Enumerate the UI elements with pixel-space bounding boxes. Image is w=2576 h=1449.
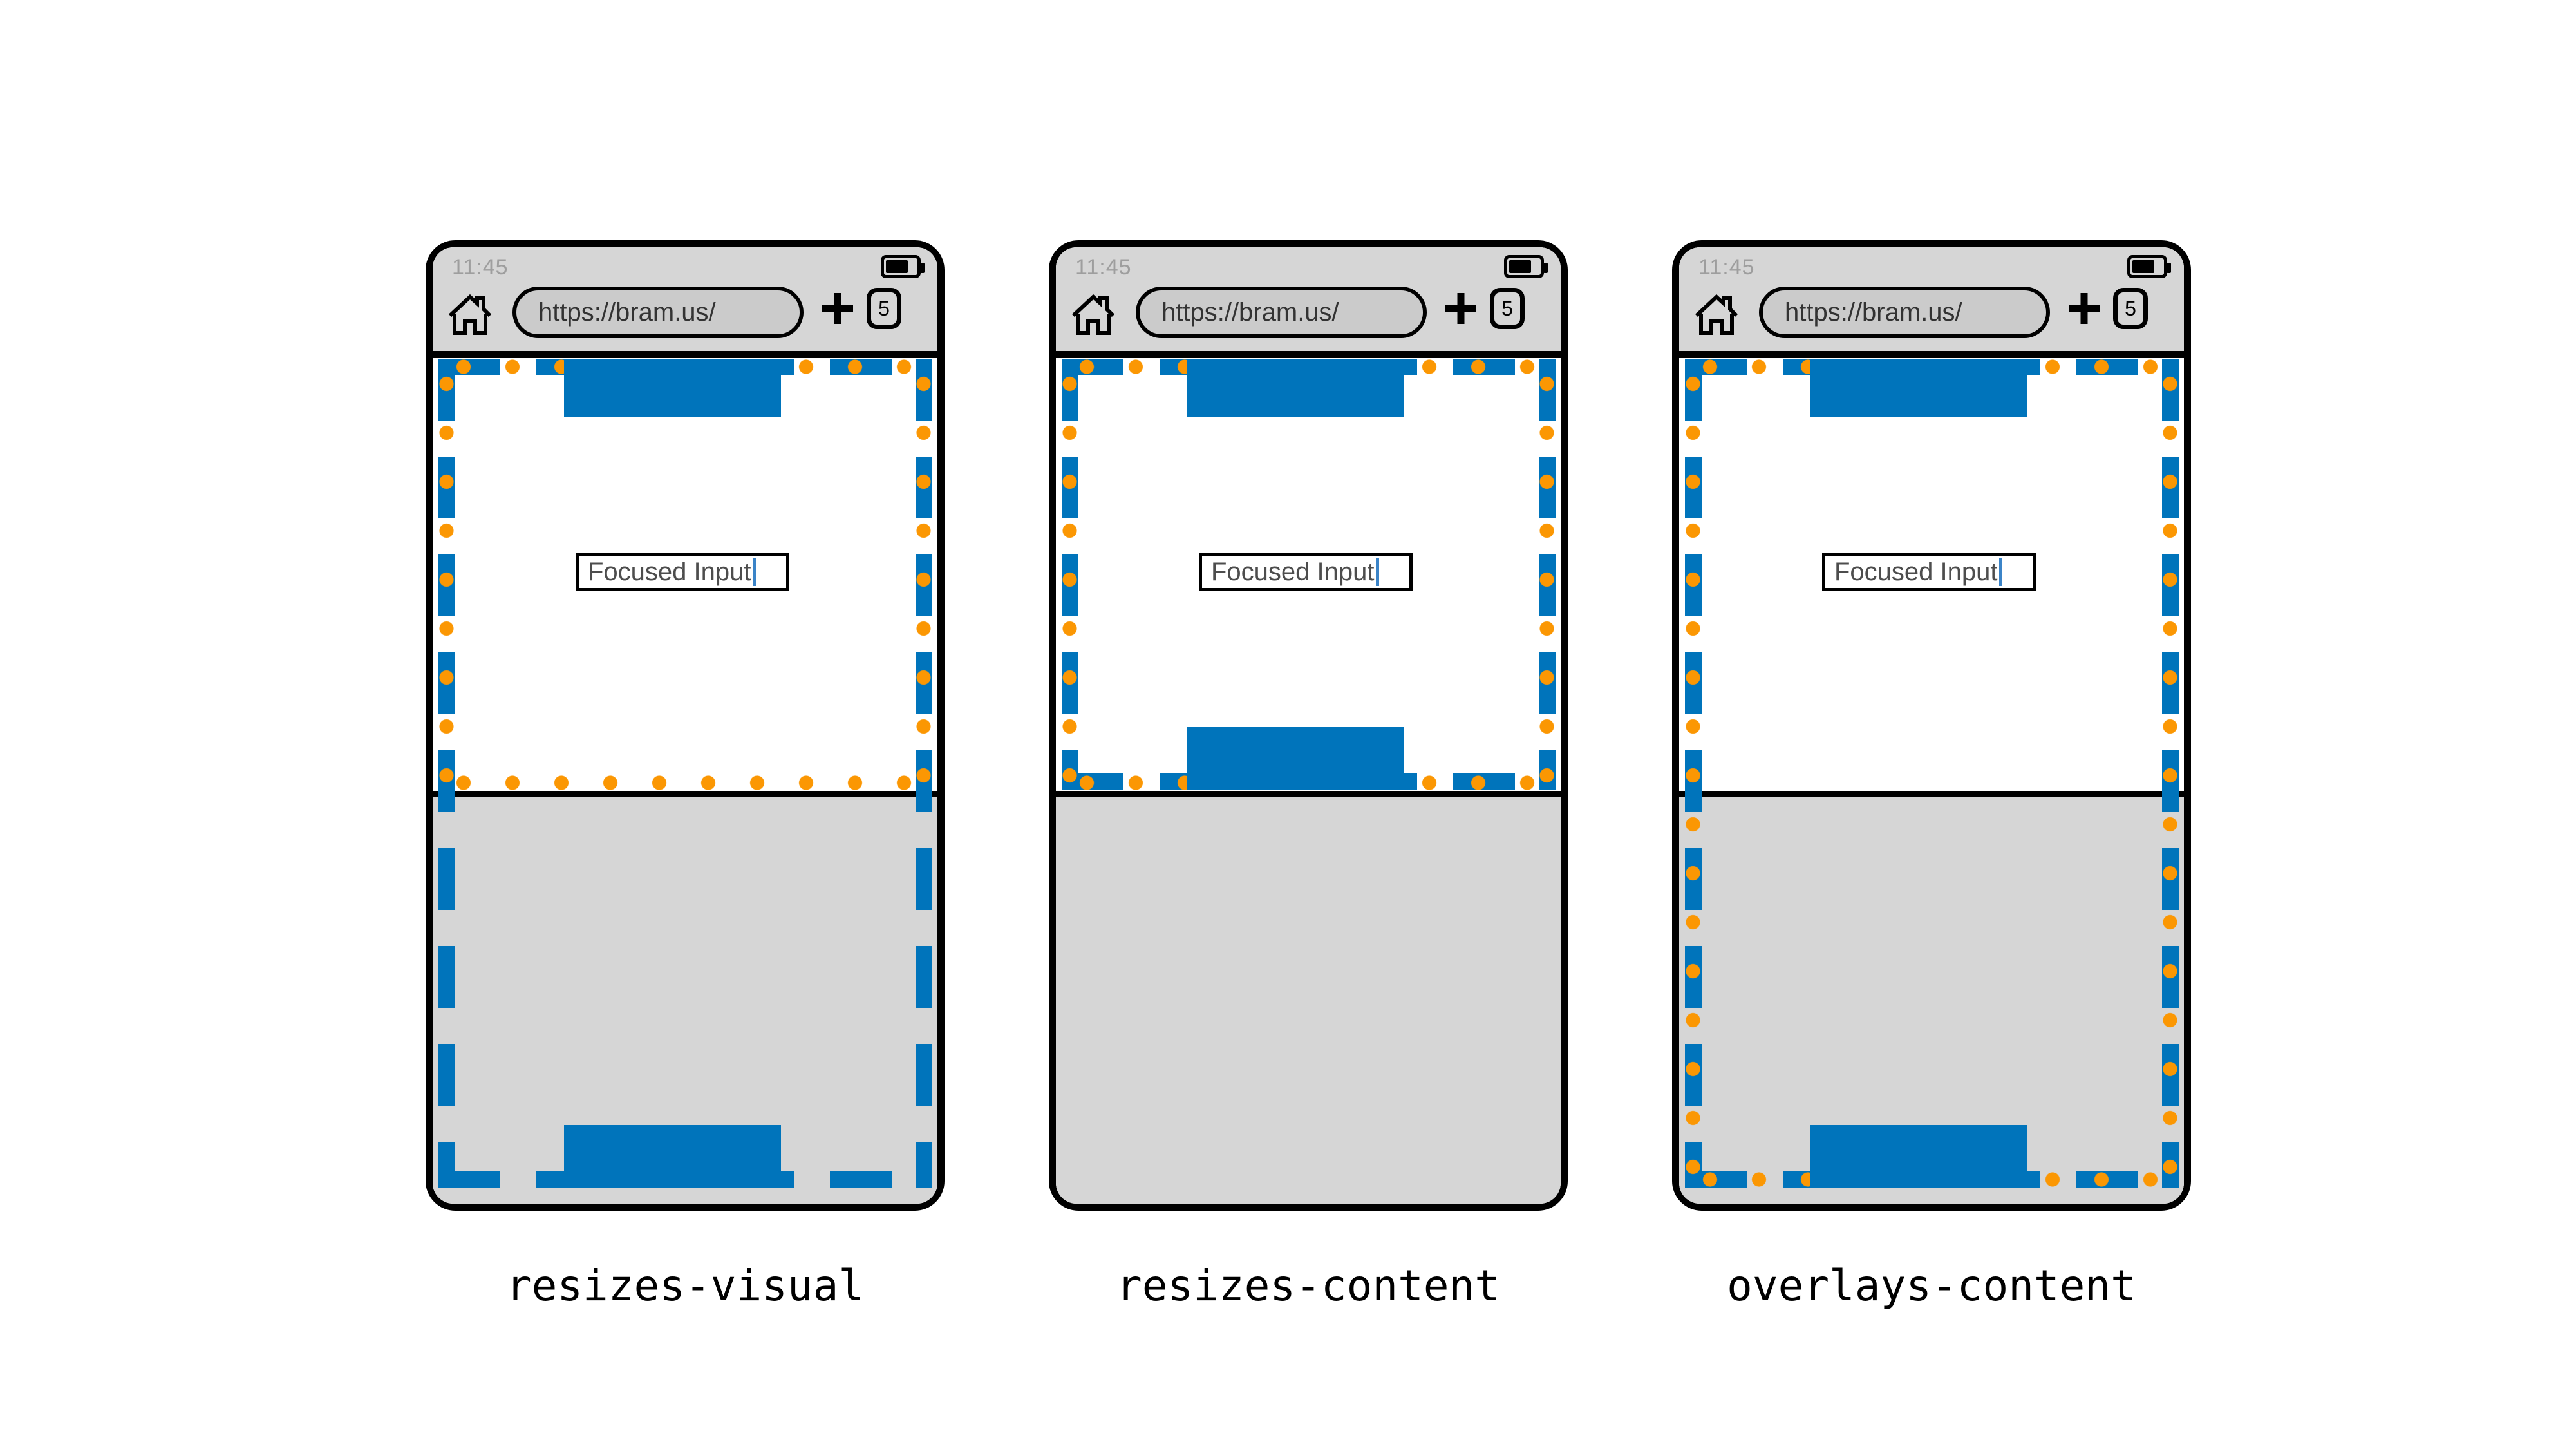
visual-viewport-dots-right	[916, 359, 931, 792]
text-cursor	[1998, 558, 2002, 586]
phone-screen: 11:45 https://bram.us/ 5	[1056, 247, 1561, 1204]
battery-icon	[2127, 255, 2171, 278]
text-cursor	[752, 558, 756, 586]
url-text: https://bram.us/	[1785, 298, 1962, 327]
visual-viewport-dots-right	[1539, 359, 1554, 792]
plus-icon	[819, 290, 856, 327]
phone-mockup-resizes-content: 11:45 https://bram.us/ 5	[1049, 240, 1568, 1211]
battery-nub	[2167, 263, 2171, 273]
virtual-keyboard-area	[1056, 797, 1561, 1204]
text-cursor	[1375, 558, 1379, 586]
keyboard-top-edge	[1056, 791, 1561, 797]
page-footer-block	[1187, 727, 1404, 790]
page-footer-block	[564, 1125, 781, 1188]
page-header-block	[564, 359, 781, 417]
status-time: 11:45	[1075, 255, 1132, 279]
plus-icon	[1442, 290, 1480, 327]
focused-input-value: Focused Input	[1834, 557, 1998, 586]
caption-overlays-content: overlays-content	[1727, 1261, 2136, 1311]
visual-viewport-dots-left	[1686, 359, 1700, 1189]
tab-counter[interactable]: 5	[2113, 288, 2148, 329]
keyboard-top-edge	[433, 791, 937, 797]
home-button[interactable]	[1070, 294, 1116, 336]
chrome-divider	[1679, 351, 2184, 358]
phone-screen: 11:45 https://bram.us/ 5	[1679, 247, 2184, 1204]
url-bar[interactable]: https://bram.us/	[1136, 287, 1427, 338]
battery-nub	[1543, 263, 1548, 273]
tab-counter[interactable]: 5	[1490, 288, 1525, 329]
home-button[interactable]	[447, 294, 493, 336]
status-time: 11:45	[1698, 255, 1755, 279]
home-icon	[447, 294, 493, 336]
page-footer-block	[1810, 1125, 2027, 1188]
focused-input[interactable]: Focused Input	[576, 553, 789, 591]
phone-mockup-resizes-visual: 11:45 https://bram.us/ 5	[426, 240, 945, 1211]
battery-icon	[881, 255, 925, 278]
keyboard-top-edge	[1679, 791, 2184, 797]
home-button[interactable]	[1693, 294, 1740, 336]
chrome-divider	[433, 351, 937, 358]
plus-icon	[2065, 290, 2103, 327]
focused-input-value: Focused Input	[588, 557, 751, 586]
visual-viewport-dots-left	[439, 359, 454, 792]
url-bar[interactable]: https://bram.us/	[512, 287, 804, 338]
visual-viewport-dots-bottom	[439, 775, 931, 790]
battery-fill	[886, 260, 908, 273]
battery-fill	[1509, 260, 1531, 273]
home-icon	[1693, 294, 1740, 336]
home-icon	[1070, 294, 1116, 336]
focused-input-value: Focused Input	[1211, 557, 1375, 586]
new-tab-button[interactable]	[2065, 290, 2103, 327]
browser-chrome: 11:45 https://bram.us/ 5	[1679, 247, 2184, 351]
focused-input[interactable]: Focused Input	[1199, 553, 1413, 591]
browser-chrome: 11:45 https://bram.us/ 5	[1056, 247, 1561, 351]
visual-viewport-dots-right	[2163, 359, 2177, 1189]
url-bar[interactable]: https://bram.us/	[1759, 287, 2050, 338]
phone-screen: 11:45 https://bram.us/ 5	[433, 247, 937, 1204]
visual-viewport-dots-left	[1062, 359, 1077, 792]
new-tab-button[interactable]	[819, 290, 856, 327]
battery-nub	[920, 263, 925, 273]
battery-icon	[1504, 255, 1548, 278]
focused-input[interactable]: Focused Input	[1822, 553, 2036, 591]
battery-fill	[2132, 260, 2154, 273]
page-header-block	[1187, 359, 1404, 417]
page-header-block	[1810, 359, 2027, 417]
caption-resizes-visual: resizes-visual	[505, 1261, 865, 1311]
tab-count-label: 5	[878, 296, 890, 320]
url-text: https://bram.us/	[1161, 298, 1339, 327]
tab-count-label: 5	[1501, 296, 1513, 320]
tab-counter[interactable]: 5	[867, 288, 901, 329]
browser-chrome: 11:45 https://bram.us/ 5	[433, 247, 937, 351]
status-time: 11:45	[452, 255, 509, 279]
new-tab-button[interactable]	[1442, 290, 1480, 327]
phone-mockup-overlays-content: 11:45 https://bram.us/ 5	[1672, 240, 2191, 1211]
caption-resizes-content: resizes-content	[1116, 1261, 1501, 1311]
tab-count-label: 5	[2125, 296, 2136, 320]
url-text: https://bram.us/	[538, 298, 716, 327]
chrome-divider	[1056, 351, 1561, 358]
